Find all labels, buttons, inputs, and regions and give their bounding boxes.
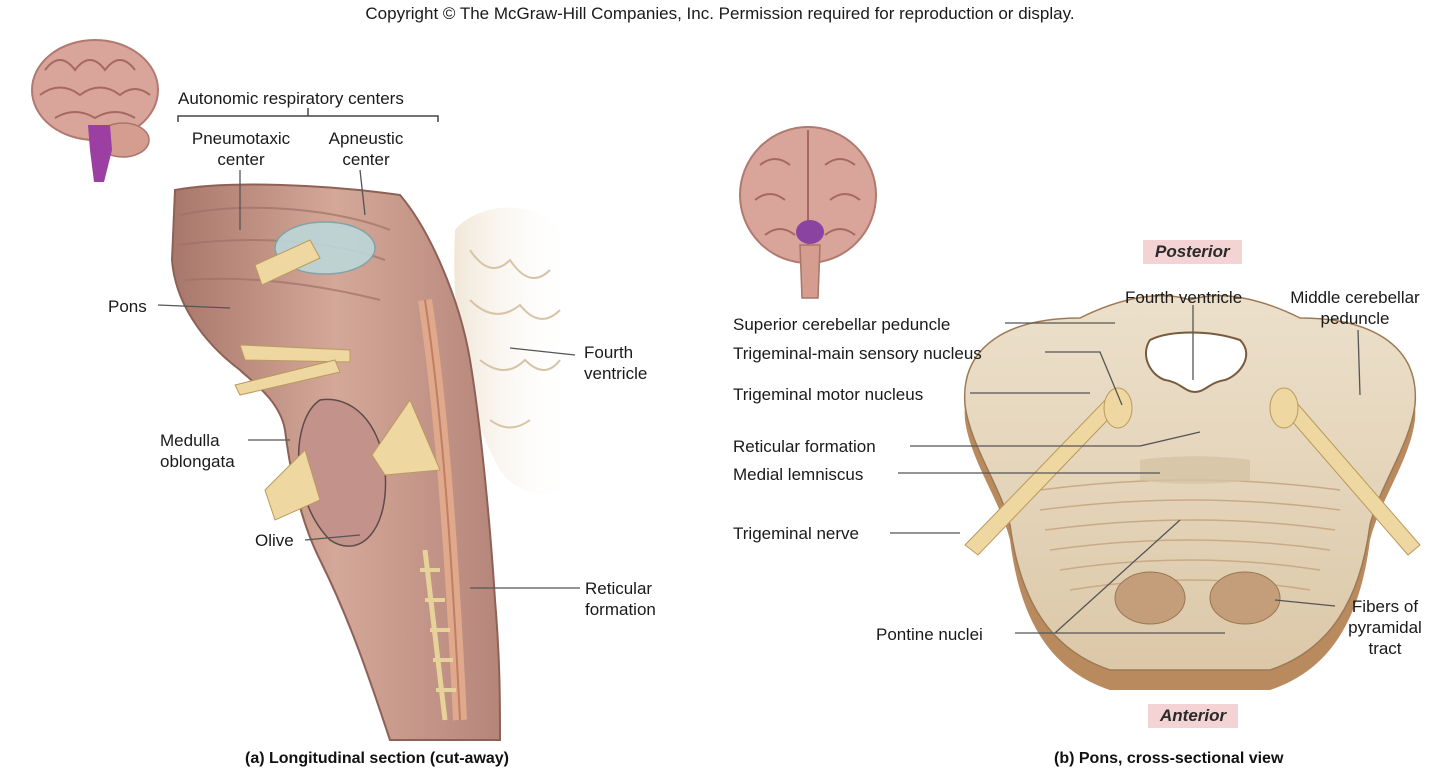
pons-cross-section (964, 294, 1421, 690)
label-pneumotaxic-center: Pneumotaxic center (178, 128, 304, 170)
label-anterior: Anterior (1148, 704, 1239, 728)
label-fibers-pyramidal-tract: Fibers of pyramidal tract (1335, 596, 1435, 659)
label-medial-lemniscus: Medial lemniscus (733, 465, 864, 484)
label-autonomic-respiratory-centers: Autonomic respiratory centers (178, 89, 404, 108)
brainstem-longitudinal (170, 183, 502, 741)
cranial-nerve-roots (234, 344, 441, 521)
copyright-notice: Copyright © The McGraw-Hill Companies, I… (365, 4, 1075, 23)
label-pons: Pons (108, 297, 147, 316)
label-olive: Olive (255, 531, 294, 550)
label-trigeminal-main-sensory-nucleus: Trigeminal-main sensory nucleus (733, 344, 982, 363)
label-medulla-line2: oblongata (160, 452, 235, 471)
label-fourth-ventricle-b: Fourth ventricle (1125, 288, 1243, 307)
label-posterior: Posterior (1143, 240, 1242, 264)
label-fourth-ventricle-a-line2: ventricle (584, 364, 648, 383)
label-reticular-formation-b: Reticular formation (733, 437, 876, 456)
label-fourth-ventricle-a-line1: Fourth (584, 343, 634, 362)
leader-lines-b (890, 305, 1361, 634)
label-pneumotaxic-line2: center (217, 150, 265, 169)
label-apneustic-center: Apneustic center (316, 128, 416, 170)
brain-front-thumbnail (739, 126, 877, 299)
caption-panel-a: (a) Longitudinal section (cut-away) (245, 750, 510, 767)
label-pyramidal-line1: Fibers of (1351, 597, 1419, 616)
label-apneustic-line2: center (342, 150, 390, 169)
label-apneustic-line1: Apneustic (328, 129, 404, 148)
label-reticular-a-line1: Reticular (585, 579, 653, 598)
label-trigeminal-motor-nucleus: Trigeminal motor nucleus (733, 385, 924, 404)
autonomic-bracket (177, 108, 439, 122)
label-middle-peduncle-line1: Middle cerebellar (1290, 288, 1420, 307)
label-middle-peduncle-line2: peduncle (1320, 309, 1390, 328)
label-superior-cerebellar-peduncle: Superior cerebellar peduncle (733, 315, 951, 334)
label-pontine-nuclei: Pontine nuclei (876, 625, 983, 644)
label-pneumotaxic-line1: Pneumotaxic (191, 129, 291, 148)
label-trigeminal-nerve: Trigeminal nerve (733, 524, 859, 543)
label-pyramidal-line2: pyramidal (1348, 618, 1422, 637)
respiratory-centers (254, 221, 376, 286)
brain-side-thumbnail (31, 39, 159, 182)
label-pyramidal-line3: tract (1368, 639, 1402, 658)
cerebellum-section (454, 207, 575, 494)
label-medulla-oblongata: Medulla oblongata (160, 430, 235, 472)
label-reticular-formation-a: Reticular formation (585, 578, 656, 620)
label-middle-cerebellar-peduncle: Middle cerebellar peduncle (1280, 287, 1430, 329)
label-fourth-ventricle-a: Fourth ventricle (584, 342, 647, 384)
leader-lines-a (157, 169, 580, 589)
caption-panel-b: (b) Pons, cross-sectional view (1054, 750, 1284, 767)
label-medulla-line1: Medulla (160, 431, 220, 450)
label-reticular-a-line2: formation (585, 600, 656, 619)
